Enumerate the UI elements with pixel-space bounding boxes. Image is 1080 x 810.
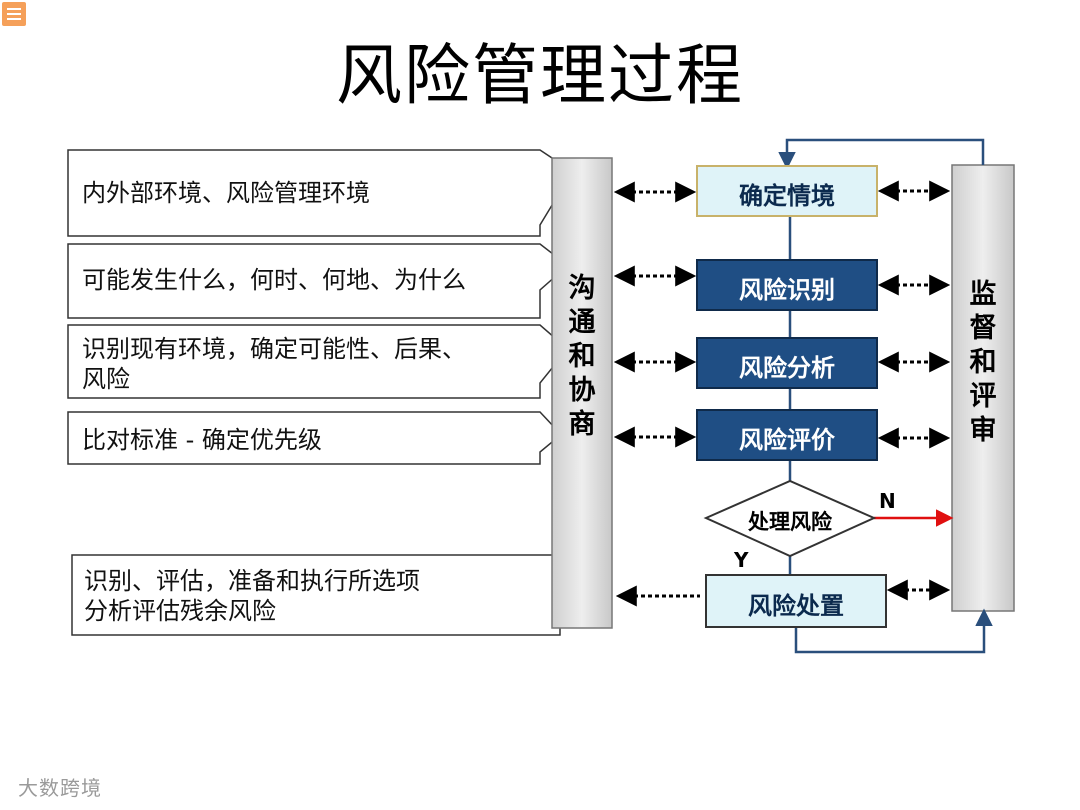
step-label-1: 确定情境: [739, 182, 835, 210]
step-label-4: 风险评价: [739, 426, 835, 454]
feedback-loop-top: [778, 138, 985, 170]
decision-diamond: [703, 479, 877, 558]
watermark-text: 大数跨境: [18, 776, 102, 800]
callout-text-2: 可能发生什么，何时、何地、为什么: [82, 266, 466, 294]
callout-text-3: 识别现有环境，确定可能性、后果、 风险: [82, 335, 466, 393]
left-column-box: [551, 157, 613, 629]
callout-text-4: 比对标准 - 确定优先级: [82, 426, 322, 454]
step-box-6: [705, 574, 887, 628]
callout-text-1: 内外部环境、风险管理环境: [82, 179, 370, 207]
feedback-loop-bottom: [794, 608, 993, 654]
right-column-label: 监 督 和 评 审: [969, 279, 997, 446]
step-box-3: [696, 337, 878, 389]
notes-icon[interactable]: [2, 2, 26, 26]
callout-shape-2: [67, 243, 558, 319]
step-box-1: [696, 165, 878, 217]
callout-shape-3: [67, 324, 558, 399]
step-label-6: 风险处置: [748, 592, 844, 620]
yes-label: Y: [734, 548, 749, 572]
step-box-2: [696, 259, 878, 311]
left-column-label: 沟 通 和 协 商: [568, 273, 596, 440]
callout-shapes: [67, 149, 561, 636]
step-box-4: [696, 409, 878, 461]
step-label-2: 风险识别: [739, 276, 835, 304]
callout-text-5: 识别、评估，准备和执行所选项 分析评估残余风险: [84, 567, 420, 625]
left-dotted-arrows: [613, 181, 700, 607]
decision-label: 处理风险: [748, 510, 832, 534]
callout-shape-4: [67, 411, 558, 465]
right-dotted-arrows: [877, 180, 951, 601]
page-title: 风险管理过程: [336, 37, 744, 114]
step-label-3: 风险分析: [739, 354, 835, 382]
no-label: N: [879, 489, 896, 513]
callout-shape-1: [67, 149, 561, 237]
